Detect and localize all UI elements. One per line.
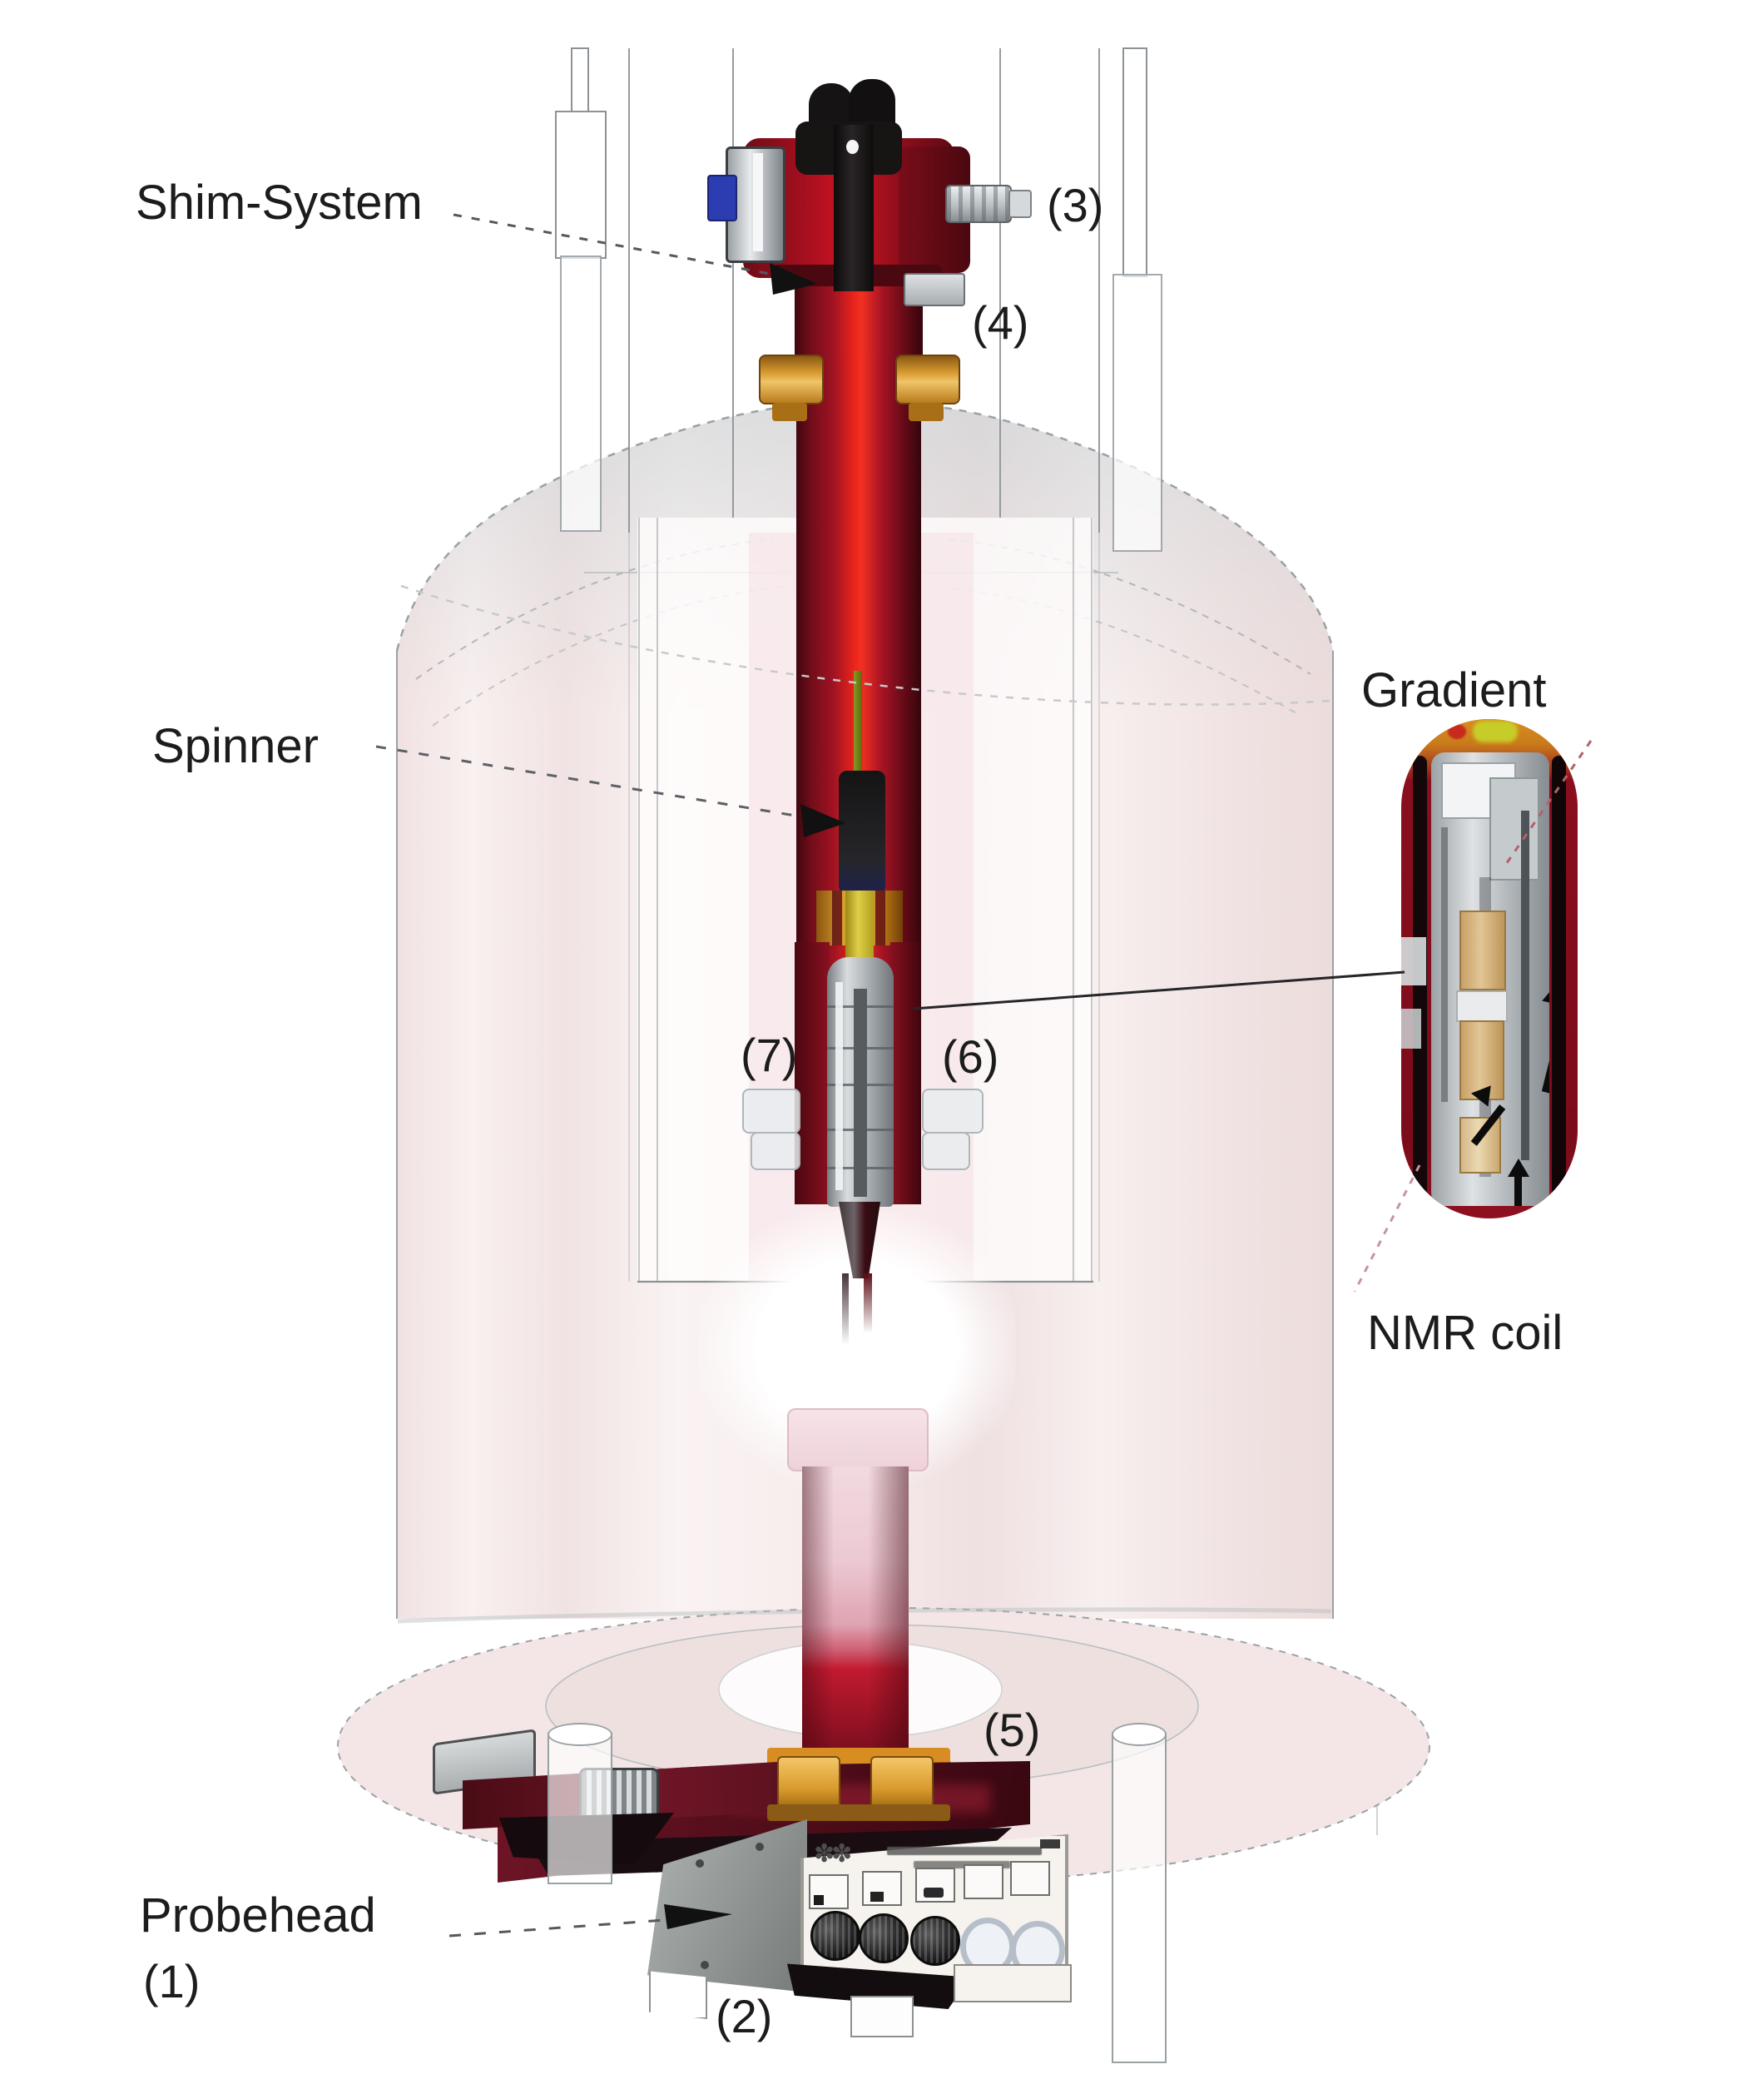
probehead-foot — [649, 1971, 707, 2019]
coil-assembly — [1431, 752, 1549, 1206]
probe-insert — [827, 957, 894, 1207]
label-5: (5) — [984, 1704, 1041, 1756]
panel-window — [1010, 1861, 1050, 1896]
blue-connector — [707, 175, 737, 221]
quench-tube-left — [555, 47, 607, 532]
label-1: (1) — [143, 1955, 201, 2007]
probehead-foot — [850, 1996, 914, 2037]
gas-fitting-right — [945, 185, 1012, 223]
lower-bore-cap — [787, 1408, 929, 1471]
manufacturer-logo-icon: ✽✽ — [814, 1840, 852, 1868]
panel-printed-text — [887, 1847, 1042, 1855]
label-3: (3) — [1047, 179, 1104, 231]
panel-window — [964, 1864, 1003, 1899]
label-7: (7) — [741, 1029, 798, 1081]
label-probehead: Probehead — [140, 1888, 376, 1943]
centering-collar — [742, 1089, 800, 1134]
label-nmr-coil: NMR coil — [1367, 1306, 1563, 1360]
rf-connector-knob — [859, 1913, 909, 1963]
support-leg-left — [548, 1723, 612, 1884]
label-4: (4) — [972, 296, 1029, 349]
label-6: (6) — [942, 1030, 999, 1083]
panel-window — [809, 1874, 849, 1909]
gradient-coil-inset — [1401, 719, 1578, 1218]
brass-flange-nut — [895, 355, 960, 404]
support-leg-right — [1112, 1723, 1167, 2063]
label-shim-system: Shim-System — [136, 176, 423, 230]
label-gradient: Gradient — [1361, 663, 1547, 717]
panel-window — [915, 1868, 955, 1903]
rf-connector-knob — [810, 1911, 860, 1961]
panel-window — [862, 1871, 902, 1906]
label-spinner: Spinner — [152, 719, 319, 773]
spinner-turbine — [839, 771, 885, 897]
rf-connector-knob — [910, 1916, 960, 1966]
centering-collar — [922, 1089, 984, 1134]
nmr-coil-winding — [1459, 1020, 1504, 1100]
label-2: (2) — [716, 1990, 773, 2042]
nmr-coil-winding — [1459, 911, 1506, 990]
probe-shaft-lower — [802, 1466, 909, 1783]
brass-flange-nut — [759, 355, 824, 404]
quench-tube-right — [1112, 47, 1162, 552]
